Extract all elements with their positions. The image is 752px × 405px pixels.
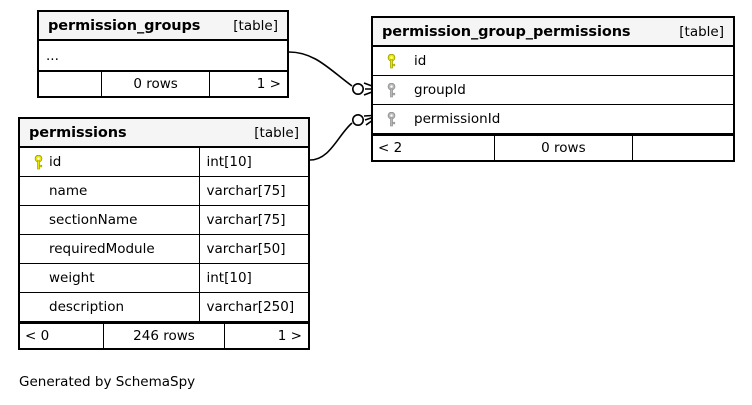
table-header[interactable]: permission_group_permissions [table] [373, 18, 733, 47]
gray-key-icon [380, 82, 402, 98]
column-name: description [49, 299, 125, 315]
footer-next-link[interactable]: 1 > [209, 72, 287, 96]
column-name-cell: id [20, 148, 199, 176]
column-name: name [49, 183, 88, 199]
table-name: permissions [29, 124, 127, 141]
column-name: requiredModule [49, 241, 155, 257]
column-name: id [414, 53, 427, 69]
footer-prev-link[interactable] [39, 72, 101, 96]
column-name-cell: id [373, 47, 733, 75]
table-name: permission_groups [48, 17, 201, 34]
column-name-cell: sectionName [20, 206, 199, 234]
table-header[interactable]: permission_groups [table] [39, 12, 287, 41]
column-type: int[10] [199, 264, 308, 292]
column-type: int[10] [199, 148, 308, 176]
table-permission-groups[interactable]: permission_groups [table] ... 0 rows 1 > [37, 10, 289, 98]
gray-key-icon [380, 111, 402, 127]
table-permission-group-permissions[interactable]: permission_group_permissions [table] id [371, 16, 735, 162]
table-row[interactable]: id int[10] [20, 148, 308, 177]
column-name-cell: description [20, 293, 199, 321]
yellow-key-icon [27, 154, 49, 170]
column-name: weight [49, 270, 95, 286]
column-name: groupId [414, 82, 466, 98]
column-name: id [49, 154, 62, 170]
column-name: sectionName [49, 212, 138, 228]
generated-by-credit: Generated by SchemaSpy [19, 374, 196, 390]
edge-permissions-to-permissionid [309, 122, 353, 161]
table-footer: 0 rows 1 > [39, 70, 287, 96]
table-row[interactable]: weight int[10] [20, 264, 308, 293]
column-name-cell: groupId [373, 76, 733, 104]
table-footer: < 2 0 rows [373, 134, 733, 160]
footer-row-count: 0 rows [101, 72, 209, 96]
column-name-cell: weight [20, 264, 199, 292]
edge-zero-marker [351, 114, 364, 127]
column-type: varchar[75] [199, 206, 308, 234]
table-row[interactable]: id [373, 47, 733, 76]
footer-prev-link[interactable]: < 0 [25, 328, 50, 344]
column-name: permissionId [414, 111, 501, 127]
footer-next-link[interactable] [632, 136, 733, 160]
collapsed-columns-label: ... [46, 47, 59, 64]
column-name-cell: permissionId [373, 105, 733, 133]
table-row[interactable]: requiredModule varchar[50] [20, 235, 308, 264]
table-type-tag: [table] [233, 17, 278, 34]
footer-prev-link[interactable]: < 2 [378, 140, 403, 156]
column-type: varchar[75] [199, 177, 308, 205]
edge-permission-groups-to-groupid [288, 51, 353, 87]
footer-row-count: 0 rows [493, 136, 632, 160]
column-type: varchar[50] [199, 235, 308, 263]
footer-next-link[interactable]: 1 > [224, 324, 308, 348]
table-type-tag: [table] [254, 124, 299, 141]
table-type-tag: [table] [679, 23, 724, 40]
table-row-ellipsis[interactable]: ... [39, 41, 287, 70]
table-name: permission_group_permissions [382, 23, 631, 40]
column-name-cell: requiredModule [20, 235, 199, 263]
table-row[interactable]: description varchar[250] [20, 293, 308, 322]
table-row[interactable]: name varchar[75] [20, 177, 308, 206]
edge-zero-marker [351, 83, 364, 96]
table-footer: < 0 246 rows 1 > [20, 322, 308, 348]
column-name-cell: name [20, 177, 199, 205]
table-row[interactable]: permissionId [373, 105, 733, 134]
table-header[interactable]: permissions [table] [20, 119, 308, 148]
column-type: varchar[250] [199, 293, 308, 321]
footer-row-count: 246 rows [102, 324, 224, 348]
table-row[interactable]: groupId [373, 76, 733, 105]
table-permissions[interactable]: permissions [table] id int[10] [18, 117, 310, 350]
table-row[interactable]: sectionName varchar[75] [20, 206, 308, 235]
yellow-key-icon [380, 53, 402, 69]
